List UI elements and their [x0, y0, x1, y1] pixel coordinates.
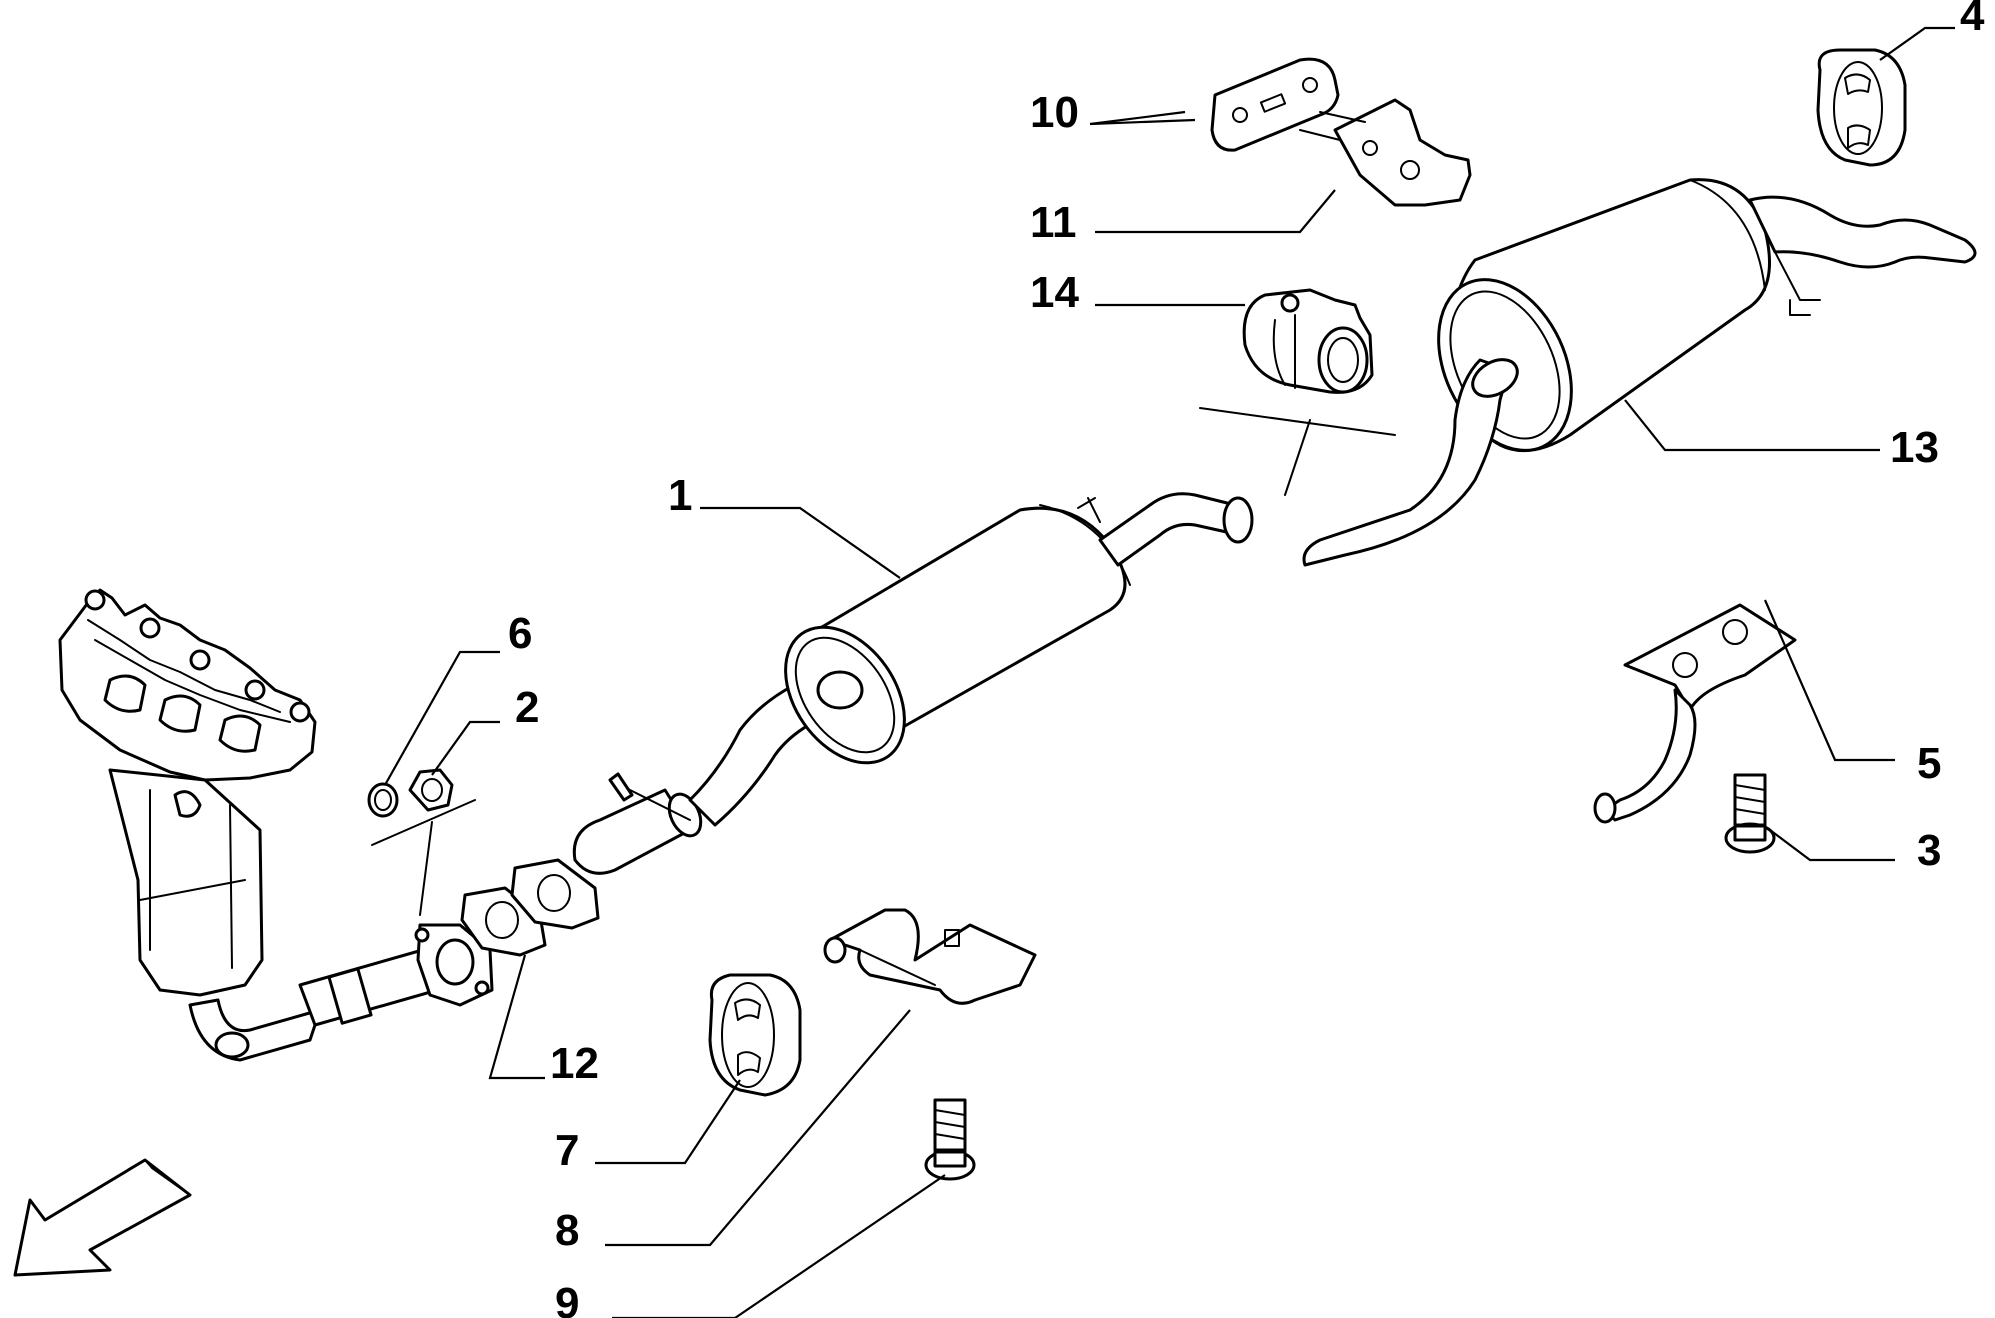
bolt-front [924, 1098, 976, 1181]
front-pipe [298, 923, 494, 1027]
assembly-line-front [371, 799, 476, 916]
callout-8: 8 [555, 1206, 579, 1255]
leader-lines [384, 26, 1955, 1318]
callout-6: 6 [508, 609, 532, 658]
central-silencer-with-pipe [572, 492, 1254, 875]
flange-gasket-pair [460, 858, 600, 957]
callout-13: 13 [1890, 423, 1939, 472]
callout-labels: 1 2 3 4 5 6 7 8 9 10 11 12 13 14 [508, 0, 1985, 1318]
sealing-ring [367, 782, 399, 818]
callout-11: 11 [1030, 198, 1077, 247]
callout-14: 14 [1030, 268, 1079, 317]
hex-nut [408, 768, 454, 812]
exhaust-manifold-catalytic-converter [58, 588, 322, 1062]
front-direction-arrow-icon [13, 1158, 192, 1277]
rubber-mount-rear [1816, 48, 1907, 167]
silencer-bracket-upper [1299, 98, 1472, 207]
callout-5: 5 [1917, 739, 1941, 788]
hanger-rubber-block [1210, 57, 1340, 152]
callout-2: 2 [515, 683, 539, 732]
assembly-line-rear [1199, 407, 1396, 496]
callout-4: 4 [1960, 0, 1985, 40]
callout-12: 12 [550, 1039, 599, 1088]
rubber-mount-front [708, 973, 802, 1097]
pipe-clamp [1242, 288, 1374, 394]
callout-1: 1 [668, 471, 692, 520]
rear-silencer [1302, 178, 1977, 567]
callout-7: 7 [555, 1126, 579, 1175]
callout-9: 9 [555, 1279, 579, 1318]
callout-3: 3 [1917, 826, 1941, 875]
callout-10: 10 [1030, 88, 1079, 137]
bolt-rear [1724, 773, 1776, 854]
hanger-bracket-rear [1593, 603, 1797, 824]
pipe-support-bracket [823, 908, 1037, 1005]
